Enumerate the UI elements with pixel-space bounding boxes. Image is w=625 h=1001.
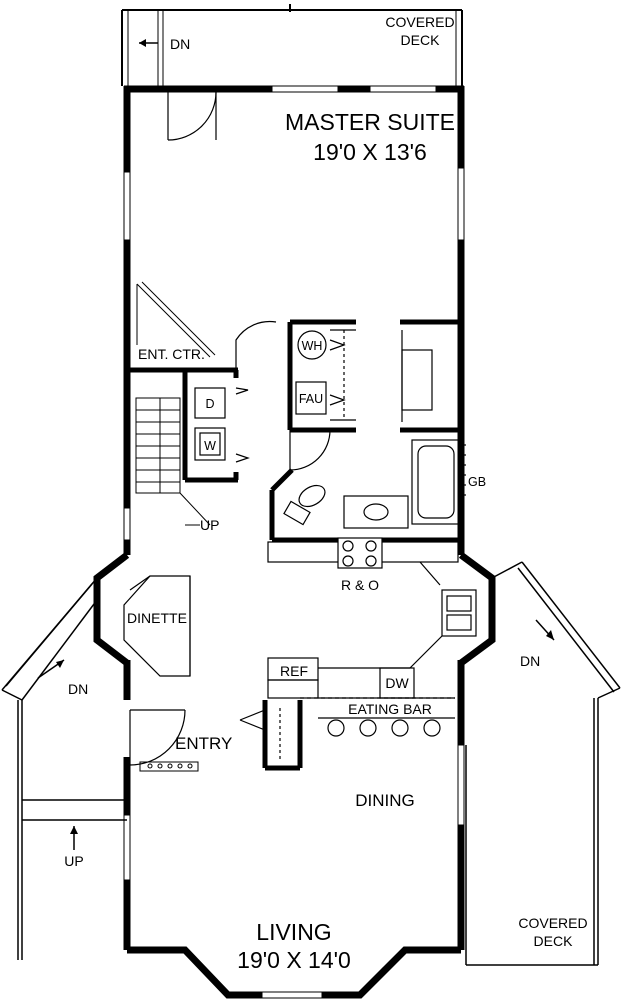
covered-deck-bottom-label-1: COVERED	[518, 915, 587, 931]
washer-label: W	[204, 439, 216, 453]
exterior-walls	[93, 85, 496, 999]
living-dims: 19'0 X 14'0	[237, 947, 351, 973]
furnace-label: FAU	[299, 392, 323, 406]
mechanical-closet	[295, 329, 356, 421]
refrigerator-label: REF	[280, 663, 308, 679]
water-heater-label: WH	[302, 339, 323, 353]
interior-stairs	[135, 397, 211, 526]
covered-deck-top-label-1: COVERED	[385, 14, 454, 30]
dining-label: DINING	[355, 791, 415, 810]
living-name: LIVING	[256, 919, 331, 945]
left-deck-dn-label: DN	[68, 681, 88, 697]
master-suite-dims: 19'0 X 13'6	[313, 139, 427, 165]
master-suite-name: MASTER SUITE	[285, 109, 455, 135]
dishwasher-label: DW	[385, 675, 409, 691]
dinette-bench	[123, 575, 191, 677]
closet-right	[401, 330, 433, 422]
grab-bar-label: GB	[468, 475, 486, 489]
left-deck	[1, 577, 127, 960]
front-up-label: UP	[64, 853, 83, 869]
right-deck	[465, 561, 621, 966]
covered-deck-top	[121, 4, 463, 86]
entertainment-center	[136, 281, 216, 358]
interior-walls	[127, 319, 461, 771]
ent-ctr-label: ENT. CTR.	[138, 346, 205, 362]
laundry	[194, 387, 226, 461]
dryer-label: D	[205, 397, 214, 411]
top-deck-dn-label: DN	[170, 36, 190, 52]
interior-up-label: UP	[200, 517, 219, 533]
entry-label: ENTRY	[175, 734, 232, 753]
covered-deck-bottom-label-2: DECK	[534, 933, 574, 949]
kitchen	[239, 537, 477, 760]
right-deck-dn-label: DN	[520, 653, 540, 669]
entry-shelf	[139, 761, 199, 772]
labels: COVERED DECK DN MASTER SUITE 19'0 X 13'6…	[64, 14, 587, 973]
range-oven-label: R & O	[341, 577, 379, 593]
covered-deck-top-label-2: DECK	[401, 32, 441, 48]
bath	[283, 439, 466, 529]
dinette-label: DINETTE	[127, 610, 187, 626]
eating-bar-label: EATING BAR	[348, 701, 432, 717]
windows	[123, 85, 465, 999]
